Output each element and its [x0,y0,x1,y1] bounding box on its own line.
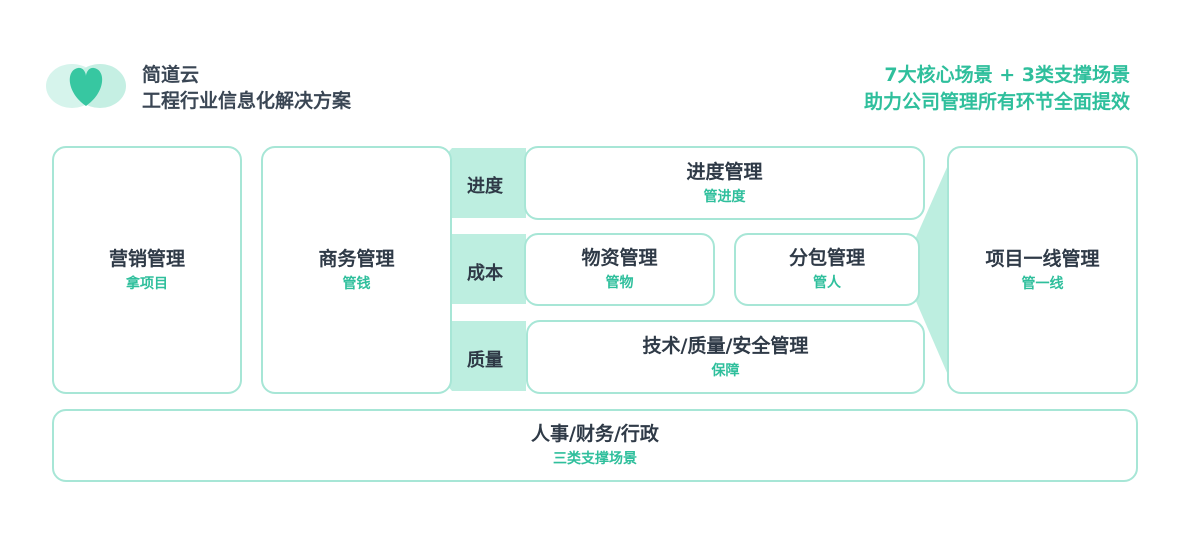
business-sub: 管钱 [342,275,371,292]
tech-sub: 保障 [711,362,740,379]
marketing-title: 营销管理 [108,247,185,270]
subcontract-block: 分包管理 管人 [734,233,920,306]
material-block: 物资管理 管物 [524,233,715,306]
brand-subtitle: 工程行业信息化解决方案 [142,90,352,112]
support-sub: 三类支撑场景 [553,451,637,467]
frontline-fan-shape [902,165,948,375]
material-title: 物资管理 [581,247,658,269]
tech-title: 技术/质量/安全管理 [642,334,809,357]
frontline-block: 项目一线管理 管一线 [947,146,1138,394]
business-title: 商务管理 [318,247,395,270]
subcontract-sub: 管人 [813,275,841,291]
frontline-sub: 管一线 [1021,275,1064,292]
arrow-quality-label: 质量 [467,350,503,371]
progress-sub: 管进度 [703,188,746,205]
logo-icon [46,64,126,108]
subcontract-title: 分包管理 [788,247,865,269]
marketing-block: 营销管理 拿项目 [52,146,242,394]
tagline-line1: 7大核心场景 + 3类支撑场景 [884,64,1130,86]
tagline-line2: 助力公司管理所有环节全面提效 [863,91,1130,113]
marketing-sub: 拿项目 [126,275,168,292]
business-block: 商务管理 管钱 [261,146,452,394]
progress-title: 进度管理 [686,160,763,183]
frontline-title: 项目一线管理 [985,247,1100,270]
arrow-cost-label: 成本 [467,263,503,284]
tech-block: 技术/质量/安全管理 保障 [526,320,925,394]
material-sub: 管物 [605,275,634,291]
support-block: 人事/财务/行政 三类支撑场景 [52,409,1138,482]
brand-name: 简道云 [142,64,200,86]
progress-block: 进度管理 管进度 [524,146,925,220]
support-title: 人事/财务/行政 [531,423,659,445]
arrow-progress-label: 进度 [467,176,503,197]
